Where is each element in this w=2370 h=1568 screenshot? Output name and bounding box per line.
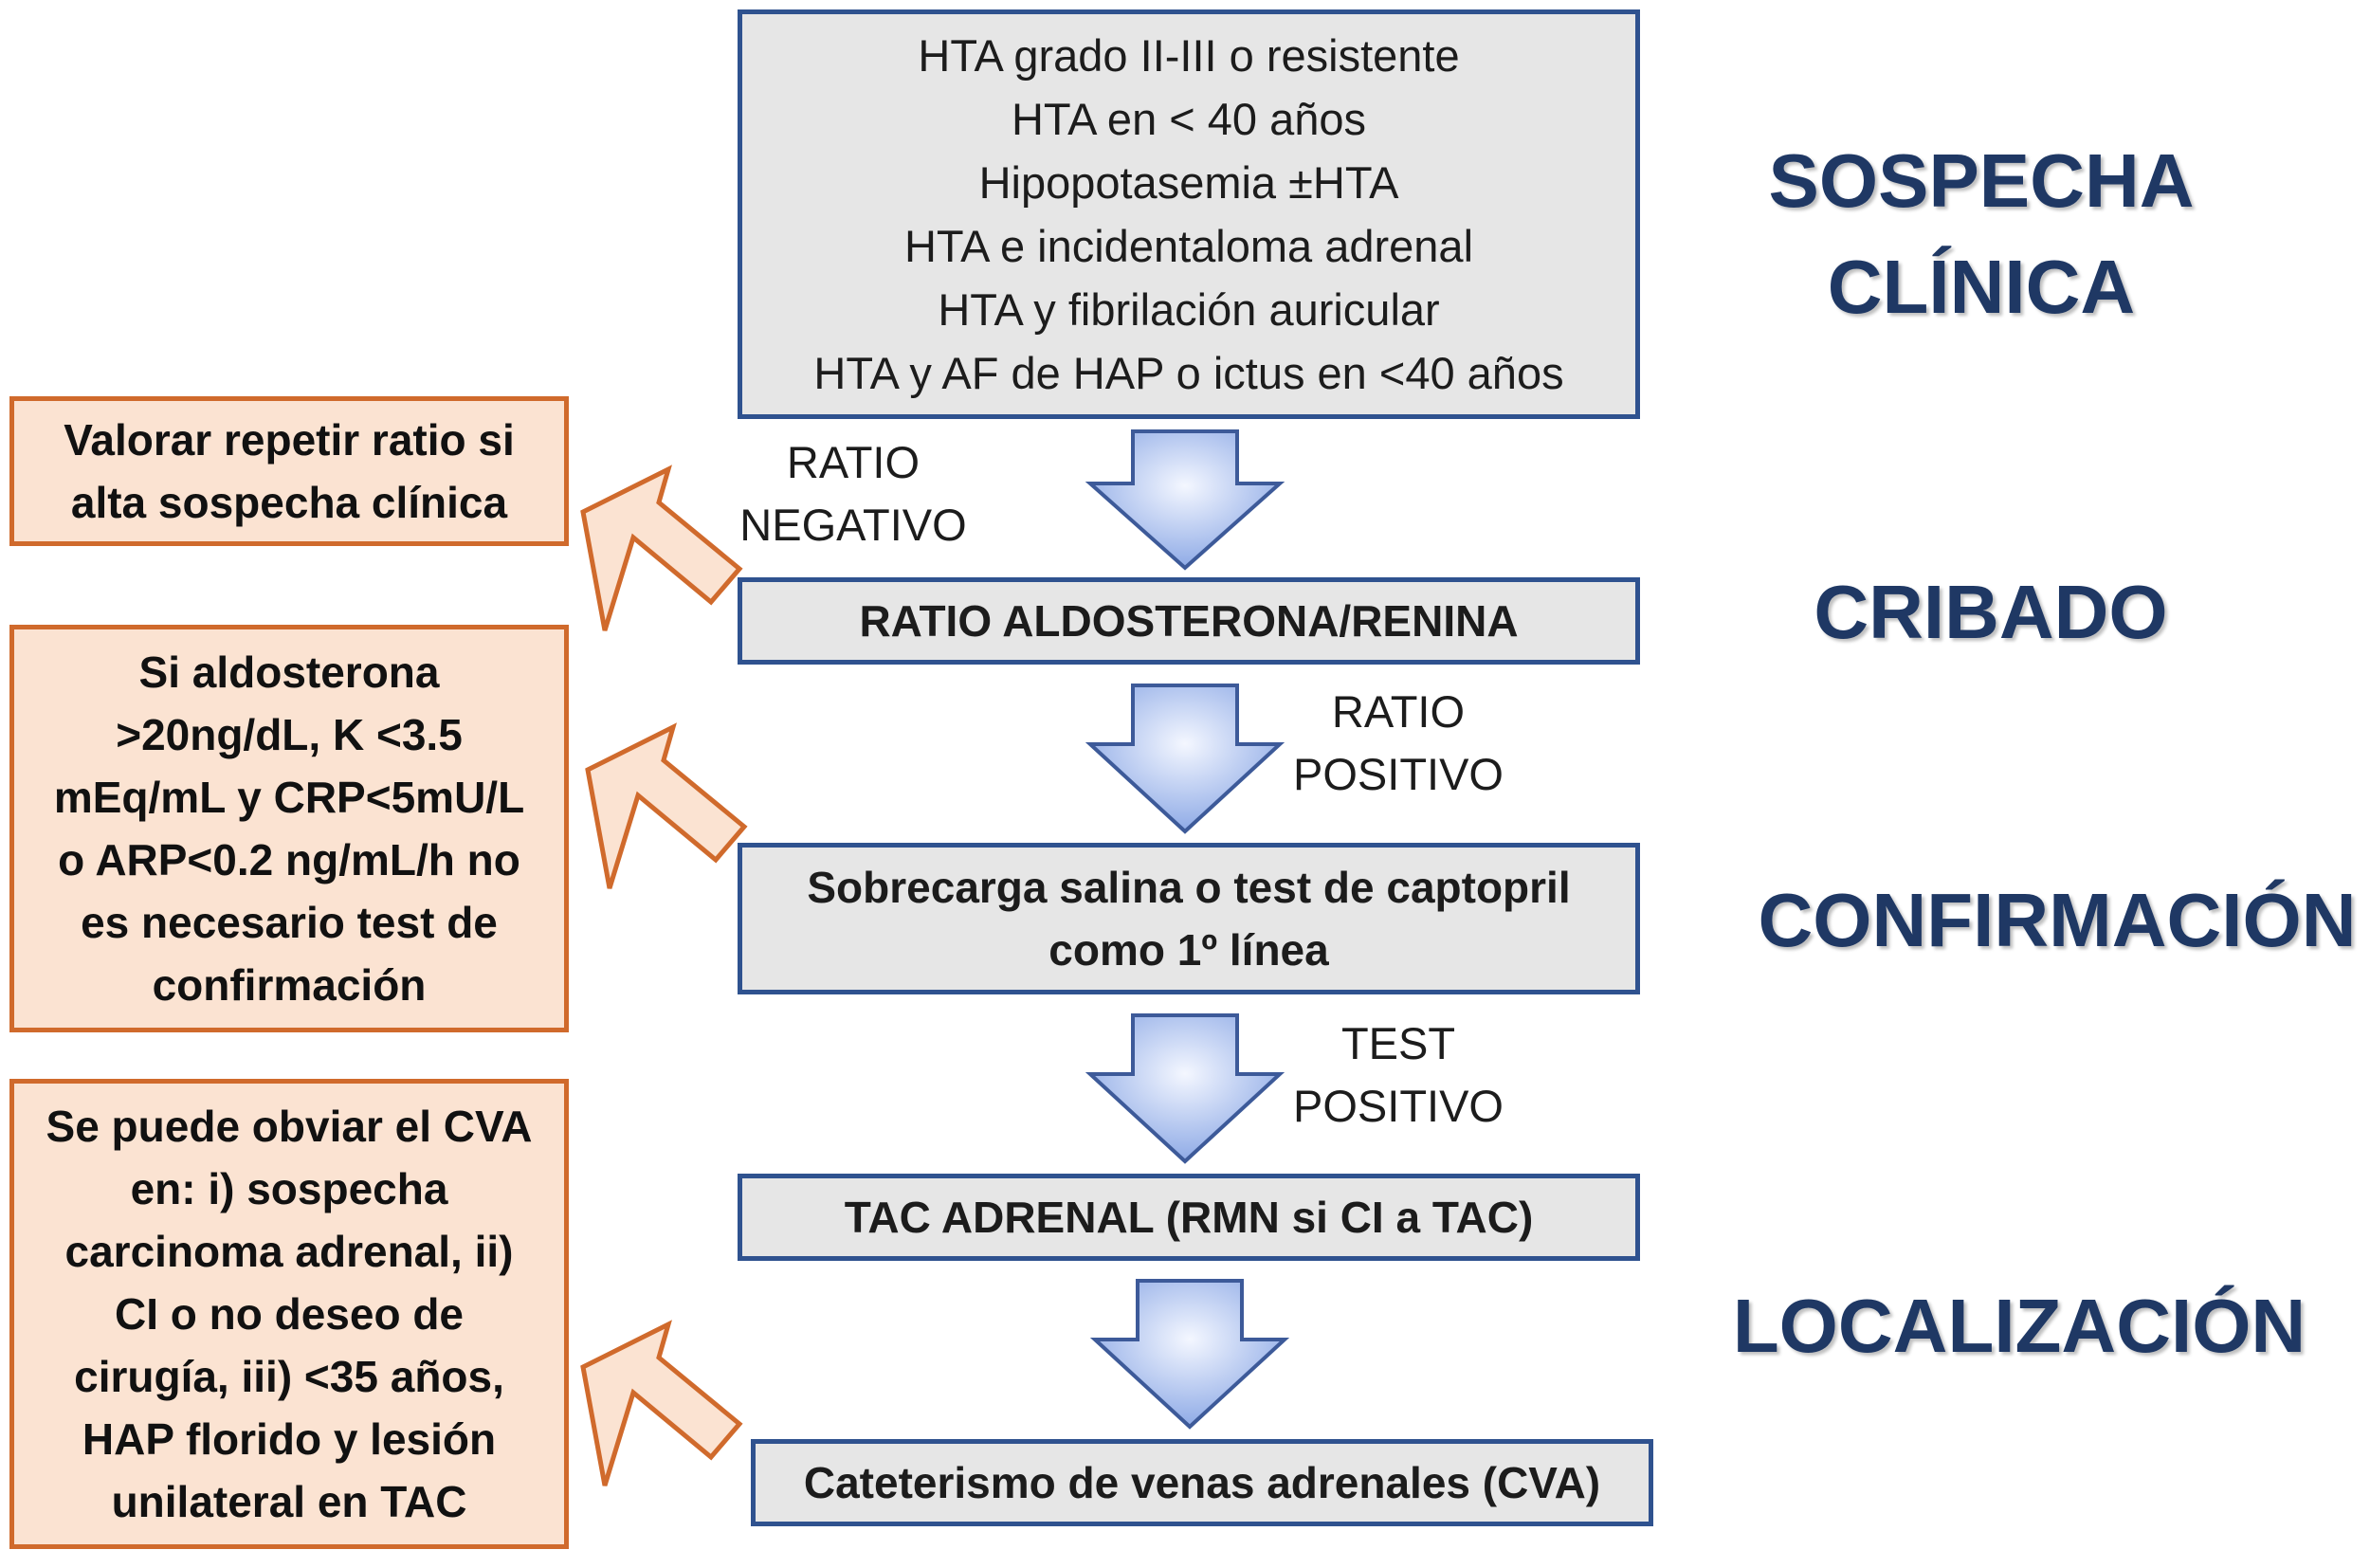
down-arrow-2	[1085, 684, 1285, 834]
stage-localization-text: LOCALIZACIÓN	[1732, 1284, 2306, 1368]
criterion-6: HTA y AF de HAP o ictus en <40 años	[813, 348, 1564, 398]
confirmation-box-line-2: como 1º línea	[1048, 925, 1329, 975]
suspicion-criteria-box: HTA grado II-III o resistente HTA en < 4…	[738, 9, 1640, 419]
ratio-negative-label-line-1: RATIO	[786, 437, 921, 487]
stage-suspicion-line-1: SOSPECHA	[1768, 138, 2195, 223]
ratio-positive-label-line-2: POSITIVO	[1293, 749, 1504, 799]
repeat-ratio-note-line-1: Valorar repetir ratio si	[64, 415, 515, 465]
down-arrow-3	[1085, 1013, 1285, 1164]
skip-cva-line-7: unilateral en TAC	[111, 1477, 467, 1526]
skip-confirmation-line-5: es necesario test de	[81, 898, 498, 947]
ratio-positive-label: RATIO POSITIVO	[1280, 681, 1517, 806]
skip-confirmation-line-6: confirmación	[152, 960, 427, 1010]
ratio-negative-label-line-2: NEGATIVO	[739, 500, 967, 550]
up-left-arrow-3	[580, 1320, 743, 1486]
criterion-1: HTA grado II-III o resistente	[918, 30, 1460, 81]
up-left-arrow-2	[585, 722, 748, 889]
criterion-4: HTA e incidentaloma adrenal	[903, 221, 1474, 271]
stage-confirmation-heading: CONFIRMACIÓN	[1744, 867, 2370, 974]
stage-confirmation-text: CONFIRMACIÓN	[1758, 878, 2357, 962]
skip-cva-line-3: carcinoma adrenal, ii)	[64, 1227, 514, 1276]
skip-cva-line-6: HAP florido y lesión	[82, 1414, 497, 1464]
skip-cva-line-1: Se puede obviar el CVA	[46, 1102, 533, 1151]
stage-screening-heading: CRIBADO	[1735, 559, 2247, 665]
imaging-box: TAC ADRENAL (RMN si CI a TAC)	[738, 1174, 1640, 1261]
down-arrow-1	[1085, 429, 1285, 571]
repeat-ratio-note: Valorar repetir ratio si alta sospecha c…	[9, 396, 569, 546]
test-positive-label-line-1: TEST	[1340, 1018, 1456, 1068]
skip-confirmation-line-1: Si aldosterona	[138, 647, 440, 697]
stage-suspicion-line-2: CLÍNICA	[1827, 245, 2136, 329]
skip-confirmation-line-2: >20ng/dL, K <3.5	[116, 710, 463, 759]
cva-box-text: Cateterismo de venas adrenales (CVA)	[803, 1458, 1601, 1507]
screening-box-text: RATIO ALDOSTERONA/RENINA	[859, 596, 1519, 646]
stage-localization-heading: LOCALIZACIÓN	[1725, 1273, 2313, 1379]
skip-confirmation-note: Si aldosterona >20ng/dL, K <3.5 mEq/mL y…	[9, 625, 569, 1032]
criterion-5: HTA y fibrilación auricular	[938, 284, 1440, 335]
criterion-2: HTA en < 40 años	[1011, 94, 1367, 144]
screening-box: RATIO ALDOSTERONA/RENINA	[738, 577, 1640, 665]
imaging-box-text: TAC ADRENAL (RMN si CI a TAC)	[844, 1193, 1534, 1242]
stage-suspicion-heading: SOSPECHA CLÍNICA	[1735, 128, 2228, 340]
test-positive-label: TEST POSITIVO	[1280, 1012, 1517, 1138]
skip-cva-line-4: CI o no deseo de	[114, 1289, 465, 1339]
skip-cva-note: Se puede obviar el CVA en: i) sospecha c…	[9, 1079, 569, 1549]
criterion-3: Hipopotasemia ±HTA	[978, 157, 1399, 208]
confirmation-box-line-1: Sobrecarga salina o test de captopril	[807, 863, 1571, 912]
test-positive-label-line-2: POSITIVO	[1293, 1081, 1504, 1131]
confirmation-box: Sobrecarga salina o test de captopril co…	[738, 843, 1640, 994]
skip-cva-line-2: en: i) sospecha	[130, 1164, 448, 1213]
ratio-positive-label-line-1: RATIO	[1331, 686, 1466, 737]
skip-confirmation-line-4: o ARP<0.2 ng/mL/h no	[58, 835, 520, 884]
skip-cva-line-5: cirugía, iii) <35 años,	[74, 1352, 504, 1401]
cva-box: Cateterismo de venas adrenales (CVA)	[751, 1439, 1653, 1526]
ratio-negative-label: RATIO NEGATIVO	[735, 431, 972, 556]
repeat-ratio-note-line-2: alta sospecha clínica	[70, 478, 508, 527]
down-arrow-4	[1089, 1279, 1290, 1430]
stage-screening-text: CRIBADO	[1814, 570, 2168, 654]
skip-confirmation-line-3: mEq/mL y CRP<5mU/L	[53, 773, 525, 822]
up-left-arrow-1	[580, 465, 743, 631]
